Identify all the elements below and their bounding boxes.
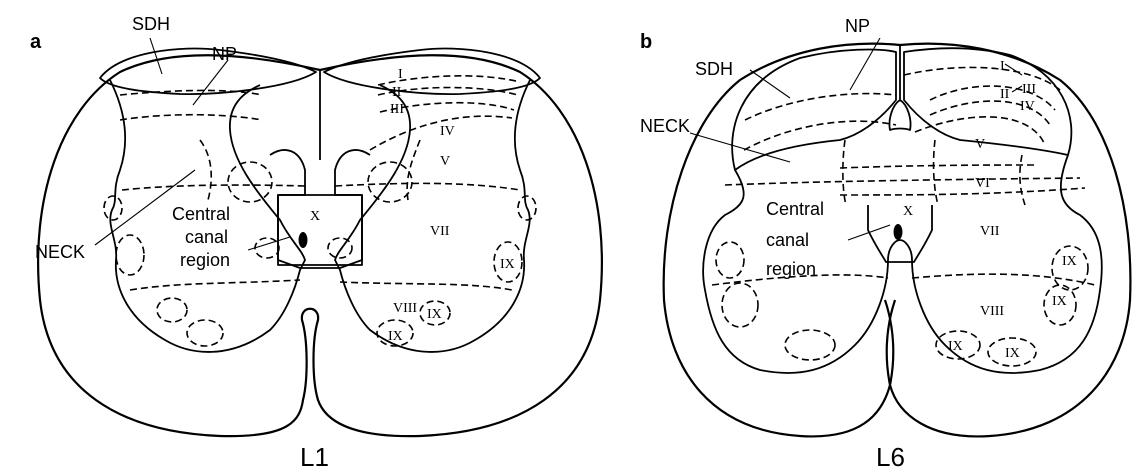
panel-b-lamina-vi: VI: [975, 176, 990, 191]
panel-b-lamina-v: V: [975, 137, 985, 152]
panel-a-dash-l4: [130, 280, 300, 290]
panel-b-dash-18: [785, 330, 835, 360]
panel-a-central-leader: [248, 237, 290, 250]
panel-b-lamina-x: X: [903, 204, 913, 219]
panel-a-np-leader: [193, 60, 228, 105]
panel-b-lamina-ix-2: IX: [1052, 294, 1067, 309]
panel-a-level-label: L1: [300, 442, 329, 472]
panel-a-letter: a: [30, 31, 42, 53]
panel-a-dash-l2: [120, 115, 262, 120]
panel-a-lamina-x-box: [278, 195, 362, 265]
panel-b-dash-3: [904, 67, 1060, 90]
panel-b-np-leader: [850, 38, 880, 90]
panel-a-lamina-x: X: [310, 209, 320, 224]
panel-b-dash-4: [930, 86, 1055, 110]
panel-a-dash-l9: [157, 298, 187, 322]
panel-b-dash-15: [722, 283, 758, 327]
panel-b-grey-matter: [703, 155, 1102, 373]
panel-b-letter: b: [640, 31, 652, 53]
panel-a-lamina-v: V: [440, 154, 450, 169]
panel-b-dash-7: [725, 178, 1080, 185]
panel-a-dash-r6: [340, 282, 512, 290]
panel-a-central-label-2: canal: [185, 227, 228, 247]
panel-a-lamina-vii: VII: [430, 224, 450, 239]
panel-b-dash-9: [840, 188, 1085, 195]
panel-b-lamina-ix-1: IX: [1062, 254, 1077, 269]
panel-a-lamina-iii: III: [390, 102, 404, 117]
panel-b: b: [640, 16, 1130, 472]
panel-a-lamina-viii: VIII: [393, 301, 417, 316]
panel-a-np-label: NP: [212, 44, 237, 64]
panel-b-dash-2: [744, 121, 896, 150]
panel-b-neck-leader: [690, 133, 790, 162]
panel-a-lamina-ii: II: [392, 85, 402, 100]
panel-b-dorsal-median: [889, 45, 910, 130]
panel-b-level-label: L6: [876, 442, 905, 472]
panel-b-dash-1: [745, 94, 896, 120]
panel-a-dash-r7: [407, 140, 420, 200]
panel-b-lamina-iii: III: [1022, 82, 1036, 97]
panel-b-sdh-label: SDH: [695, 59, 733, 79]
panel-b-lamina-ix-4: IX: [1005, 346, 1020, 361]
panel-a-dash-l8: [116, 235, 144, 275]
panel-b-lamina-viii: VIII: [980, 304, 1004, 319]
panel-b-dash-12: [1020, 155, 1025, 205]
panel-a-dash-l5: [200, 140, 211, 200]
panel-a-lamina-i: I: [398, 67, 403, 82]
panel-a-dash-l3: [122, 185, 305, 190]
panel-a-dash-l10: [187, 320, 223, 346]
panel-a-sdh-label: SDH: [132, 14, 170, 34]
panel-b-lamina-iv: IV: [1020, 99, 1035, 114]
panel-a-dash-r5: [335, 183, 520, 190]
panel-b-central-canal: [894, 224, 903, 240]
panel-b-central-label-1: Central: [766, 199, 824, 219]
panel-b-dash-14: [912, 274, 1095, 285]
panel-b-neck-label: NECK: [640, 116, 690, 136]
panel-b-central-label-3: region: [766, 259, 816, 279]
panel-b-lamina-ix-3: IX: [948, 339, 963, 354]
panel-a: a: [30, 14, 602, 472]
panel-b-central-label-2: canal: [766, 230, 809, 250]
panel-a-central-label-3: region: [180, 250, 230, 270]
panel-a-sdh-leader: [150, 38, 162, 74]
panel-b-dash-8: [840, 165, 1035, 168]
panel-a-lamina-ix-2: IX: [427, 307, 442, 322]
panel-b-lamina-vii: VII: [980, 224, 1000, 239]
panel-b-np-label: NP: [845, 16, 870, 36]
panel-a-lamina-ix-1: IX: [388, 329, 403, 344]
panel-a-neck-label: NECK: [35, 242, 85, 262]
panel-a-central-canal: [299, 232, 308, 248]
panel-a-central-label-1: Central: [172, 204, 230, 224]
panel-a-lamina-iv: IV: [440, 124, 455, 139]
panel-b-lamina-ii: II: [1000, 87, 1010, 102]
panel-b-central-leader: [848, 225, 890, 240]
panel-a-lamina-ix-3: IX: [500, 257, 515, 272]
panel-a-dash-r13: [328, 238, 352, 258]
panel-b-dash-21: [716, 242, 744, 278]
panel-b-lamina-i: I: [1000, 59, 1005, 74]
